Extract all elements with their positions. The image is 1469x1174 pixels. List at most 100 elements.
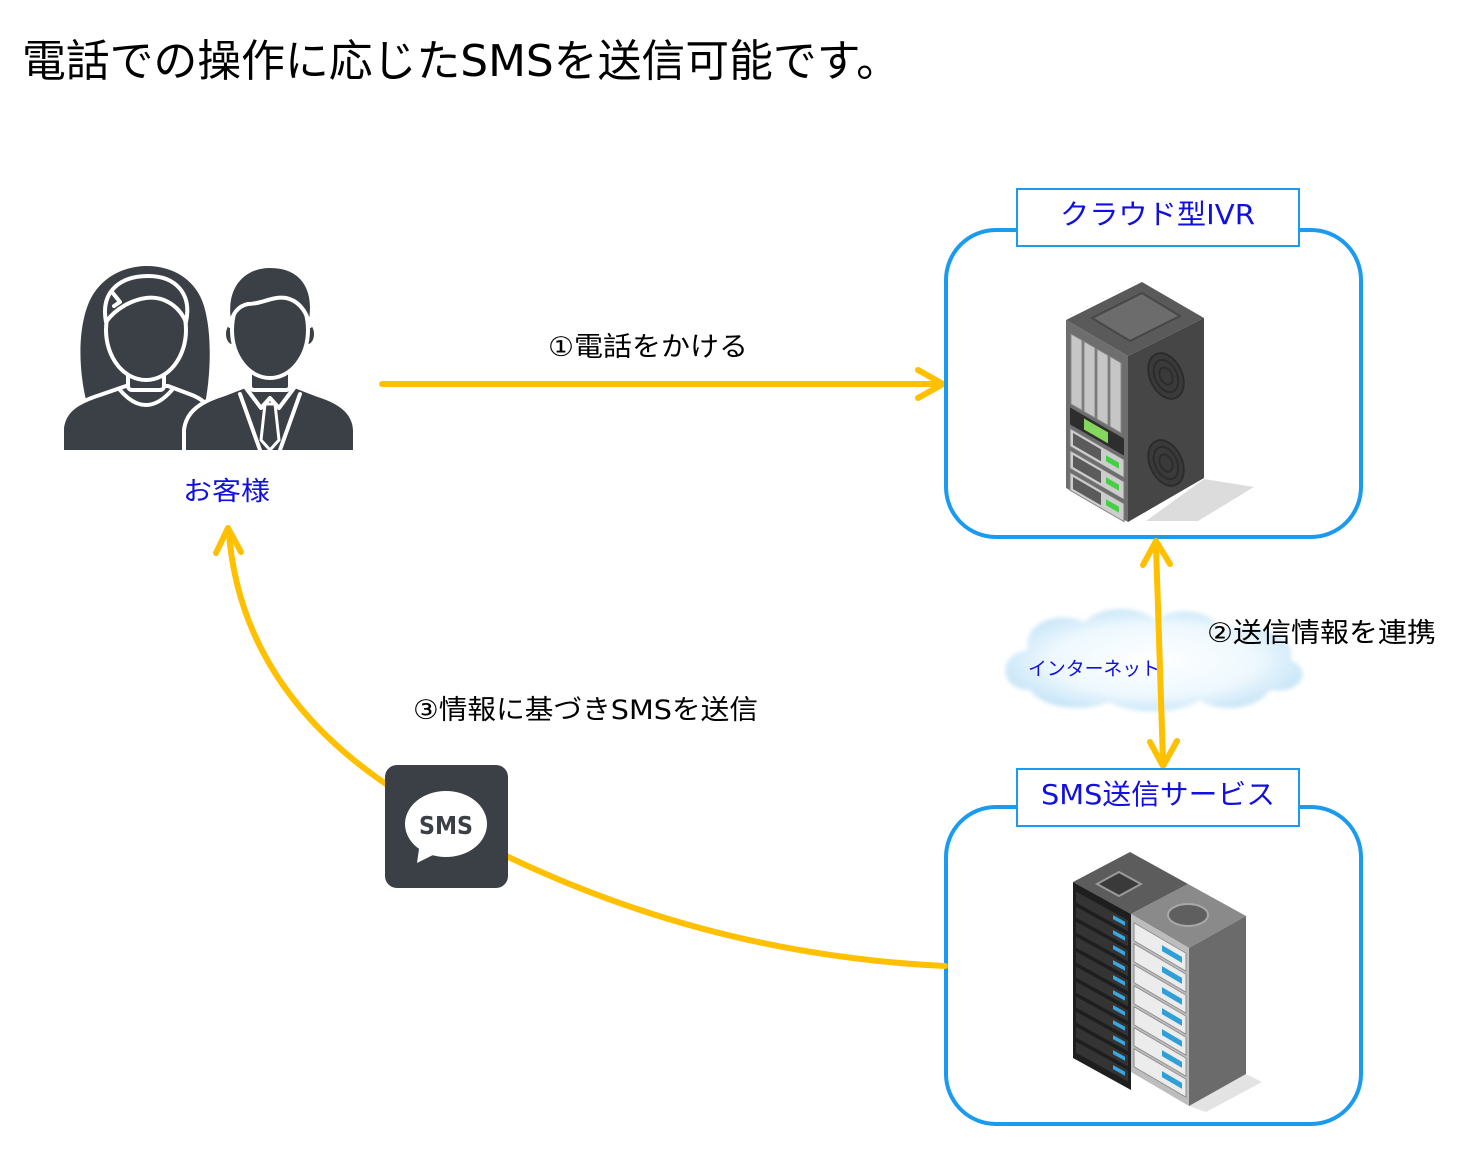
man-left-lapel	[238, 392, 262, 452]
server-rack-icon	[1066, 282, 1254, 523]
rack-slot	[1076, 1041, 1128, 1082]
back-rack-top-panel	[1094, 870, 1144, 898]
man-shirt-collar	[244, 386, 296, 410]
rack-panel	[1133, 942, 1187, 993]
customers-icon	[60, 264, 357, 454]
rack-led	[1162, 987, 1182, 1005]
rack-led	[1113, 915, 1125, 926]
grille-ring-middle	[1152, 358, 1180, 394]
sms-service-title-box	[1016, 768, 1300, 827]
rack-led	[1113, 1005, 1125, 1016]
server-side	[1128, 318, 1204, 522]
cloud-ivr-title: クラウド型IVR	[1060, 198, 1255, 231]
display-screen	[1084, 418, 1108, 444]
sms-speech-bubble	[405, 791, 487, 857]
woman-neckline	[118, 388, 174, 407]
internet-cloud	[1005, 608, 1303, 712]
sms-service-box: SMS送信サービス	[944, 768, 1363, 1126]
rack-slot	[1076, 891, 1128, 932]
drawer-slot	[1073, 433, 1101, 462]
step1-arrow	[379, 367, 946, 401]
man-tie	[259, 402, 281, 453]
step3-arrow-lower-curve	[497, 850, 948, 969]
grille-ring-outer	[1147, 352, 1185, 400]
rack-led	[1162, 1050, 1182, 1068]
step2-arrow-head-up	[1140, 538, 1173, 568]
server-front-details	[1069, 333, 1125, 523]
rack-led	[1113, 990, 1125, 1001]
rack-panel	[1133, 921, 1187, 972]
cloud-ivr-title-box	[1016, 188, 1300, 247]
drive-bay	[1083, 340, 1096, 419]
rack-led	[1113, 930, 1125, 941]
status-led	[1106, 477, 1119, 491]
speaker-grille-top	[1147, 352, 1185, 400]
grille-ring-inner	[1158, 366, 1174, 386]
rack-led	[1162, 1008, 1182, 1026]
rack-slot	[1076, 921, 1128, 962]
step3-arrow	[213, 525, 948, 969]
rack-panel	[1133, 963, 1187, 1014]
rack-led	[1162, 945, 1182, 963]
step2-arrow	[1140, 538, 1180, 769]
man-right-lapel	[278, 392, 302, 452]
rack-slot	[1076, 951, 1128, 992]
rack-led	[1113, 1050, 1125, 1061]
front-rack-panels	[1133, 921, 1187, 1098]
step1-label: ①電話をかける	[548, 332, 748, 363]
rack-slot	[1076, 996, 1128, 1037]
front-rack-side	[1189, 916, 1246, 1106]
man-figure	[182, 264, 357, 454]
rack-panel	[1133, 1047, 1187, 1098]
grille-ring-inner	[1158, 453, 1174, 473]
step2-arrow-head-down	[1147, 738, 1180, 769]
rack-slot	[1076, 981, 1128, 1022]
step2-arrow-line	[1153, 543, 1166, 764]
rack-panel	[1133, 984, 1187, 1035]
rack-slot	[1076, 936, 1128, 977]
sms-icon-text: SMS	[419, 811, 473, 840]
rack-slot	[1076, 1011, 1128, 1052]
rack-led	[1113, 1020, 1125, 1031]
step3-arrow-head	[213, 525, 244, 556]
server-racks-icon	[1073, 852, 1262, 1112]
rack-panel	[1133, 1026, 1187, 1077]
cloud-ivr-box: クラウド型IVR	[944, 188, 1363, 539]
rack-panel	[1133, 1005, 1187, 1056]
front-rack-vent	[1167, 903, 1209, 927]
step3-arrow-upper-curve	[226, 531, 398, 793]
rack-led	[1113, 960, 1125, 971]
status-led	[1106, 499, 1119, 513]
sms-service-title: SMS送信サービス	[1041, 778, 1275, 811]
woman-hair-highlight	[110, 290, 122, 308]
rack-led	[1113, 1065, 1125, 1076]
server-shadow	[1146, 479, 1254, 521]
sms-speech-bubble-tail	[417, 842, 439, 863]
man-hair	[226, 264, 314, 328]
customer-label: お客様	[183, 477, 270, 507]
sms-chat-bubble-icon: SMS	[385, 765, 508, 888]
drive-bay	[1096, 348, 1109, 427]
drawer-slot	[1073, 477, 1101, 506]
step1-arrow-head	[915, 367, 946, 401]
woman-figure	[60, 266, 216, 454]
drive-bay	[1109, 355, 1122, 434]
grille-ring-middle	[1152, 445, 1180, 481]
internet-label: インターネット	[1028, 658, 1160, 680]
rack-led	[1162, 966, 1182, 984]
rack-slot	[1076, 1026, 1128, 1067]
step3-label: ③情報に基づきSMSを送信	[413, 695, 758, 726]
drawer-slot	[1073, 455, 1101, 484]
grille-ring-outer	[1147, 439, 1185, 487]
rack-led	[1113, 945, 1125, 956]
rack-led	[1162, 1029, 1182, 1047]
back-rack-slots	[1076, 891, 1128, 1082]
drive-bay	[1070, 333, 1083, 412]
racks-shadow	[1189, 1074, 1262, 1112]
page-title: 電話での操作に応じたSMSを送信可能です。	[22, 36, 900, 87]
server-top-panel	[1089, 291, 1183, 343]
speaker-grille-bottom	[1147, 439, 1185, 487]
rack-led	[1113, 975, 1125, 986]
